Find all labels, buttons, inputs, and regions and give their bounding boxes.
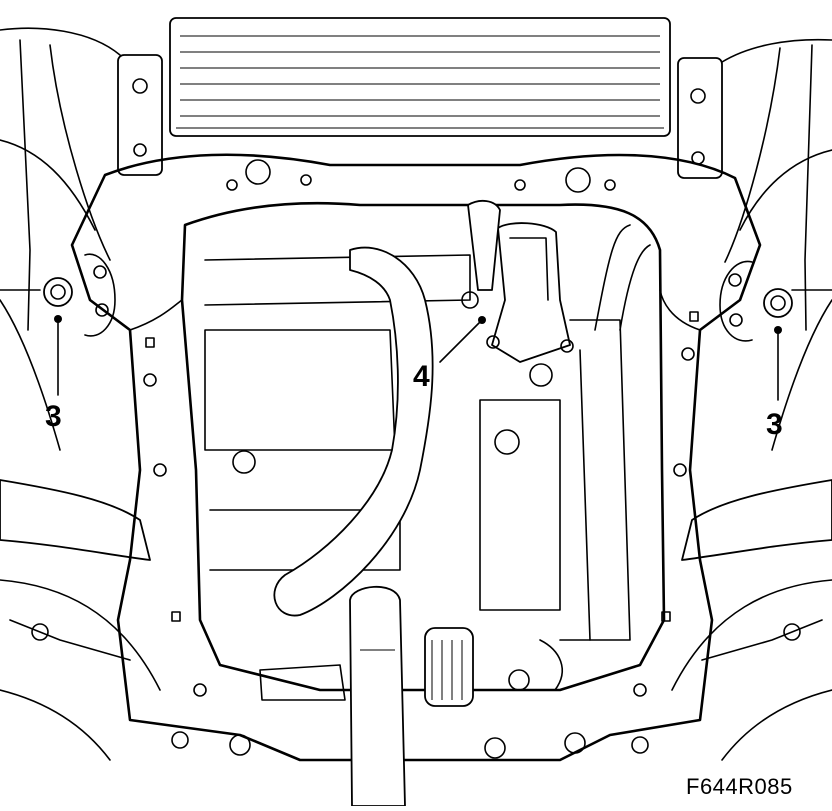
torque-rod-bracket: [461, 199, 574, 363]
callout-4: 4: [413, 360, 430, 393]
engine-gearbox: [204, 224, 651, 707]
radiator-drawing: [117, 17, 723, 179]
control-arms: [0, 479, 832, 761]
subframe: [70, 153, 762, 762]
mount-left: [43, 253, 116, 396]
callout-3-right: 3: [766, 408, 783, 441]
mount-right: [719, 260, 793, 401]
figure-code: F644R085: [686, 774, 793, 799]
exhaust-pipe: [273, 246, 434, 807]
leader-4: [439, 316, 486, 363]
callout-3-left: 3: [45, 400, 62, 433]
